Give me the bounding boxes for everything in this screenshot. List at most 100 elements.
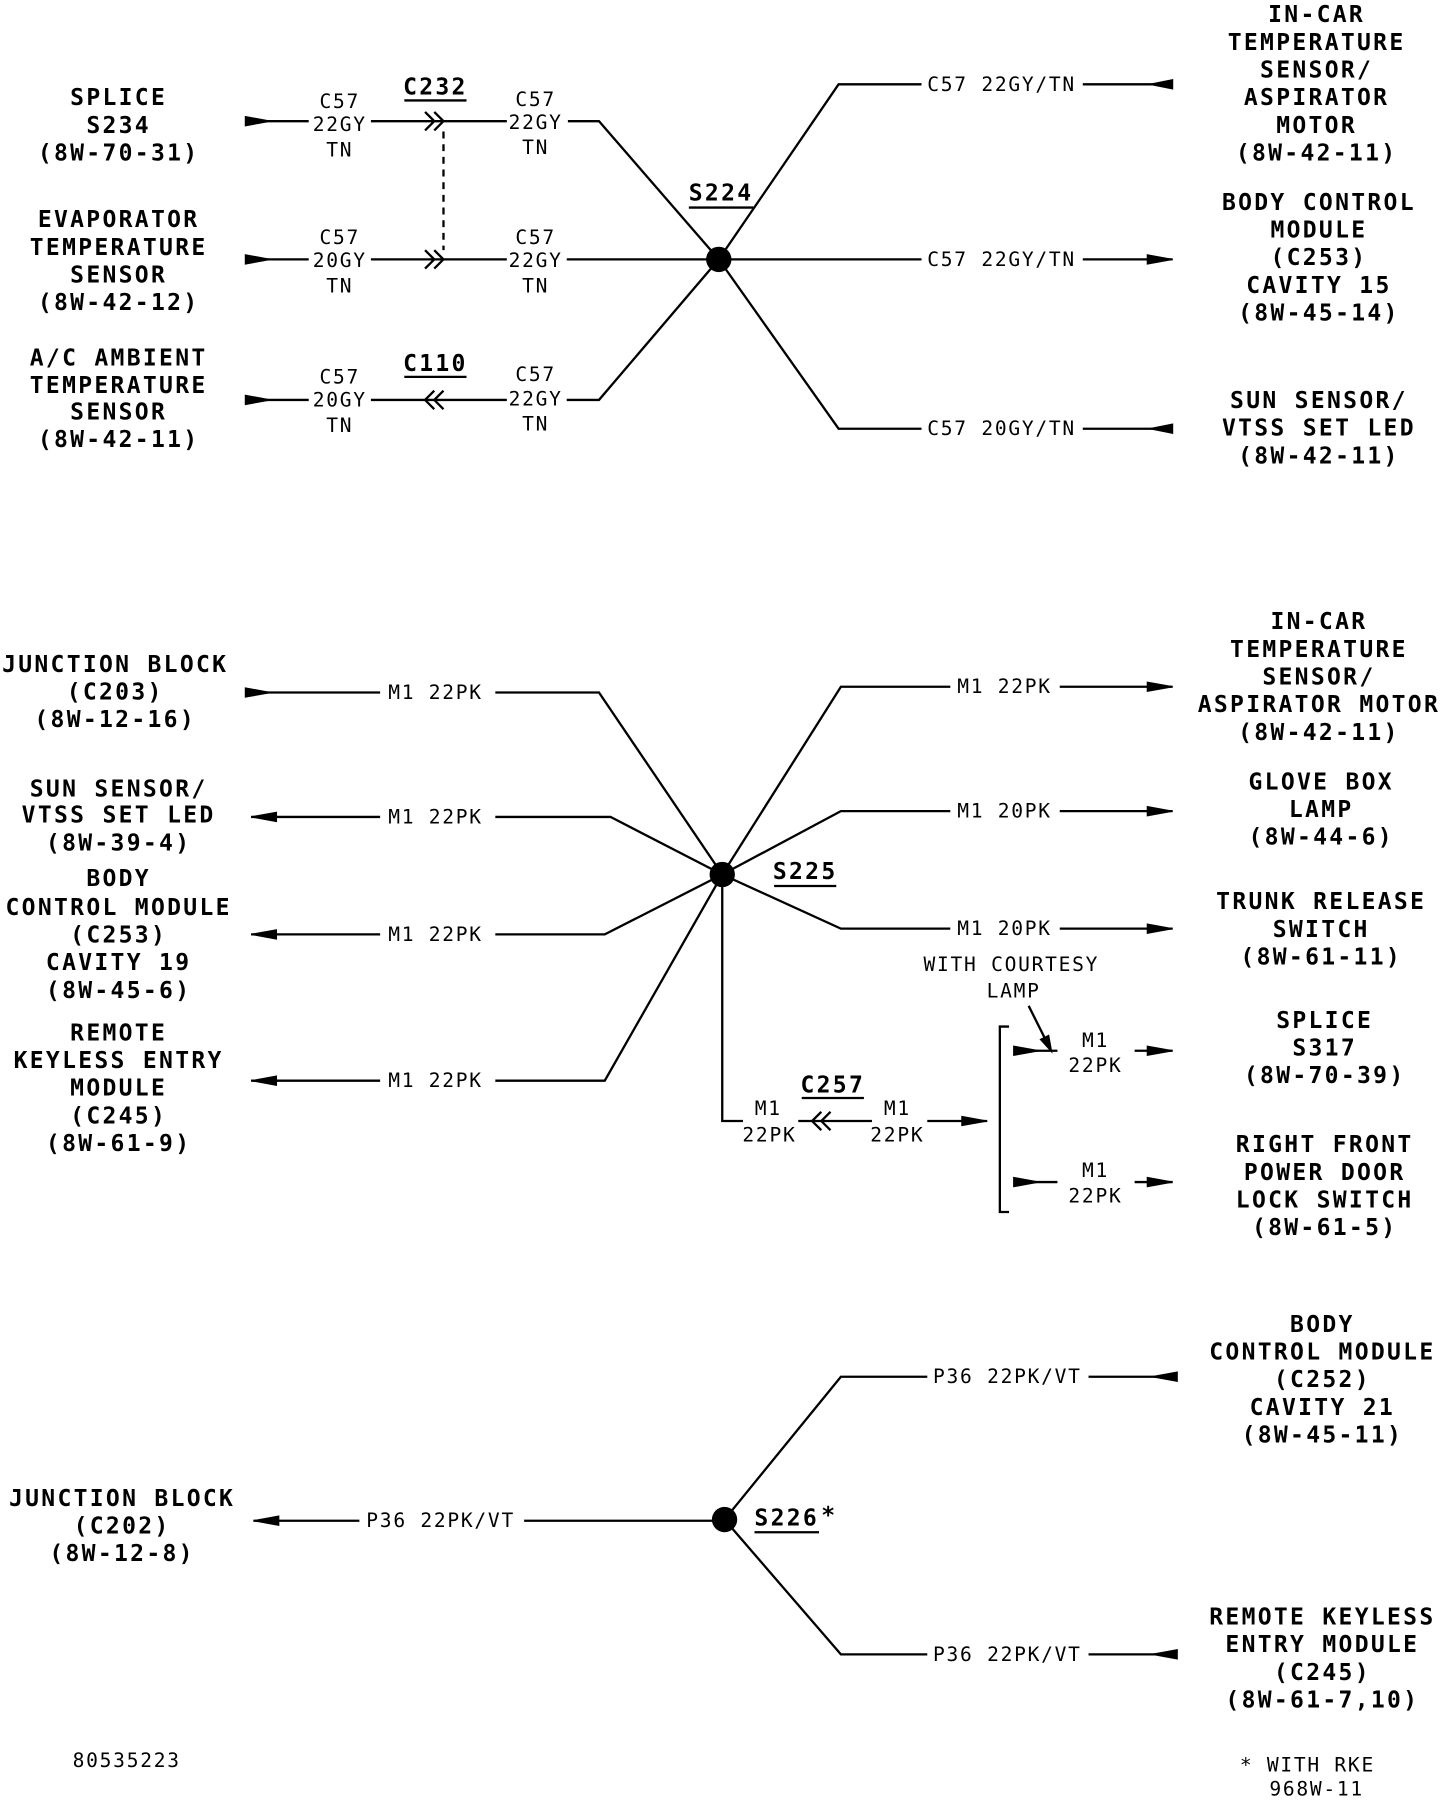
component-in-car-temperature-sensor: IN-CAR TEMPERATURE SENSOR/ ASPIRATOR MOT… <box>1228 2 1406 166</box>
component-label-line: (8W-61-5) <box>1252 1215 1397 1241</box>
wire-segment <box>721 873 951 930</box>
wire-segment <box>566 258 720 402</box>
component-label-line: SUN SENSOR/ <box>30 776 208 802</box>
component-label-line: S317 <box>1292 1035 1357 1061</box>
component-label-line: (8W-12-8) <box>49 1541 194 1567</box>
wire-s225-to-in-car-sensor: M1 22PK <box>721 675 1173 876</box>
connector-chevron-icon <box>424 111 446 132</box>
component-label-line: (8W-61-9) <box>46 1131 191 1157</box>
wire-label: C57 20GY/TN <box>927 417 1076 440</box>
component-right-front-power-door-lock-switch: RIGHT FRONT POWER DOOR LOCK SWITCH (8W-6… <box>1236 1132 1414 1241</box>
component-label-line: A/C AMBIENT <box>30 345 208 371</box>
component-label-line: (8W-42-11) <box>1238 443 1400 469</box>
component-label-line: VTSS SET LED <box>22 803 216 829</box>
component-label-line: S234 <box>86 113 151 139</box>
wire-arrow-icon <box>1146 805 1173 817</box>
component-label-line: SWITCH <box>1273 917 1370 943</box>
wire-junction-block-to-s225: M1 22PK <box>244 681 724 876</box>
component-sun-sensor: SUN SENSOR/ VTSS SET LED (8W-42-11) <box>1222 388 1416 469</box>
component-label-line: RIGHT FRONT <box>1236 1132 1414 1158</box>
wire-circuit-label: C57 <box>320 90 361 113</box>
note-pointer-line <box>1027 1005 1047 1041</box>
component-label-line: ASPIRATOR MOTOR <box>1198 692 1440 718</box>
component-label-line: TEMPERATURE <box>30 373 208 399</box>
wire-gauge-label: 22PK <box>870 1123 924 1146</box>
component-label-line: (C252) <box>1274 1367 1371 1393</box>
wire-branch-to-splice-s317: M1 22PK <box>1013 1029 1173 1077</box>
component-label-line: JUNCTION BLOCK <box>9 1486 235 1512</box>
wire-color-label: TN <box>522 136 549 159</box>
component-label-line: SENSOR <box>70 400 167 426</box>
wire-s234-to-s224: C57 22GY TN C232 C57 22GY TN <box>244 75 720 261</box>
footnote-marker: * <box>821 1503 837 1529</box>
component-label-line: (8W-42-11) <box>1238 720 1400 746</box>
wire-circuit-label: M1 <box>884 1097 911 1120</box>
component-label-line: MOTOR <box>1276 113 1357 139</box>
wire-color-label: TN <box>326 274 353 297</box>
wire-segment <box>717 83 922 261</box>
component-label-line: (8W-42-11) <box>38 427 200 453</box>
component-label-line: BODY <box>86 866 151 892</box>
wire-s224-to-in-car-sensor: C57 22GY/TN <box>717 73 1174 261</box>
wire-s226-to-body-control-module-c252: P36 22PK/VT <box>723 1365 1178 1521</box>
component-label-line: (8W-44-6) <box>1249 825 1394 851</box>
wire-segment <box>495 873 723 936</box>
wire-label: M1 22PK <box>388 1069 483 1092</box>
component-label-line: JUNCTION BLOCK <box>2 652 228 678</box>
wire-segment <box>567 120 720 261</box>
wire-arrow-icon <box>1149 423 1174 435</box>
component-label-line: (C202) <box>74 1513 171 1539</box>
wire-junction-block-c202-to-s226: P36 22PK/VT <box>253 1509 725 1532</box>
component-label-line: CAVITY 19 <box>46 950 191 976</box>
component-label-line: TEMPERATURE <box>30 235 208 261</box>
splice-s226-diagram: JUNCTION BLOCK (C202) (8W-12-8) P36 22PK… <box>9 1312 1435 1714</box>
wire-segment <box>495 815 723 876</box>
wire-label: C57 22GY/TN <box>927 73 1076 96</box>
footnote-text: * WITH RKE <box>1240 1753 1375 1776</box>
note-label-line: WITH COURTESY <box>924 953 1100 976</box>
wire-circuit-label: C57 <box>320 226 361 249</box>
component-label-line: VTSS SET LED <box>1222 416 1416 442</box>
wire-color-label: TN <box>326 138 353 161</box>
wire-arrow-icon <box>1151 1649 1178 1660</box>
splice-label-s225: S225 <box>773 859 838 885</box>
component-label-line: (8W-45-14) <box>1238 301 1400 327</box>
component-label-line: MODULE <box>1270 218 1367 244</box>
wire-arrow-icon <box>961 1115 988 1127</box>
wire-circuit-label: M1 <box>1082 1029 1109 1052</box>
wire-evaporator-to-s224: C57 20GY TN C57 22GY TN <box>244 226 719 297</box>
wire-label: M1 22PK <box>388 805 483 828</box>
wire-segment <box>495 691 724 876</box>
wire-label: C57 22GY/TN <box>927 248 1076 271</box>
component-label-line: SPLICE <box>70 85 167 111</box>
wire-s225-to-glove-box-lamp: M1 20PK <box>721 800 1173 876</box>
component-label-line: REMOTE <box>70 1020 167 1046</box>
wire-gauge-label: 22GY <box>509 111 563 134</box>
component-label-line: POWER DOOR <box>1244 1160 1406 1186</box>
component-label-line: (8W-61-11) <box>1240 944 1402 970</box>
component-label-line: (C253) <box>1270 245 1367 271</box>
component-label-line: TEMPERATURE <box>1228 30 1406 56</box>
diagram-footer: 80535223 * WITH RKE 968W-11 <box>73 1749 1375 1801</box>
component-ac-ambient-temperature-sensor: A/C AMBIENT TEMPERATURE SENSOR (8W-42-11… <box>30 345 208 453</box>
wire-gauge-label: 22PK <box>1068 1054 1122 1077</box>
wire-s226-to-remote-keyless-entry-module: P36 22PK/VT <box>723 1518 1178 1666</box>
component-label-line: SUN SENSOR/ <box>1230 388 1408 414</box>
wire-label: P36 22PK/VT <box>933 1365 1082 1388</box>
component-sun-sensor-vtss: SUN SENSOR/ VTSS SET LED (8W-39-4) <box>22 776 216 856</box>
wire-circuit-label: C57 <box>515 226 556 249</box>
component-label-line: (C245) <box>1274 1660 1371 1686</box>
wire-body-control-module-to-s225: M1 22PK <box>251 873 723 946</box>
component-label-line: CONTROL MODULE <box>1209 1340 1435 1366</box>
figure-number: 968W-11 <box>1269 1778 1364 1801</box>
component-label-line: LAMP <box>1289 797 1354 823</box>
wire-color-label: TN <box>522 413 549 436</box>
component-label-line: (8W-45-11) <box>1242 1422 1404 1448</box>
wire-branch-to-door-lock-switch: M1 22PK <box>1013 1159 1173 1207</box>
wire-arrow-icon <box>1146 1176 1173 1188</box>
component-label-line: (C203) <box>67 680 164 706</box>
splice-s225-diagram: JUNCTION BLOCK (C203) (8W-12-16) SUN SEN… <box>2 609 1440 1241</box>
connector-label-c110: C110 <box>403 351 468 377</box>
component-label-line: (8W-42-11) <box>1236 140 1398 166</box>
